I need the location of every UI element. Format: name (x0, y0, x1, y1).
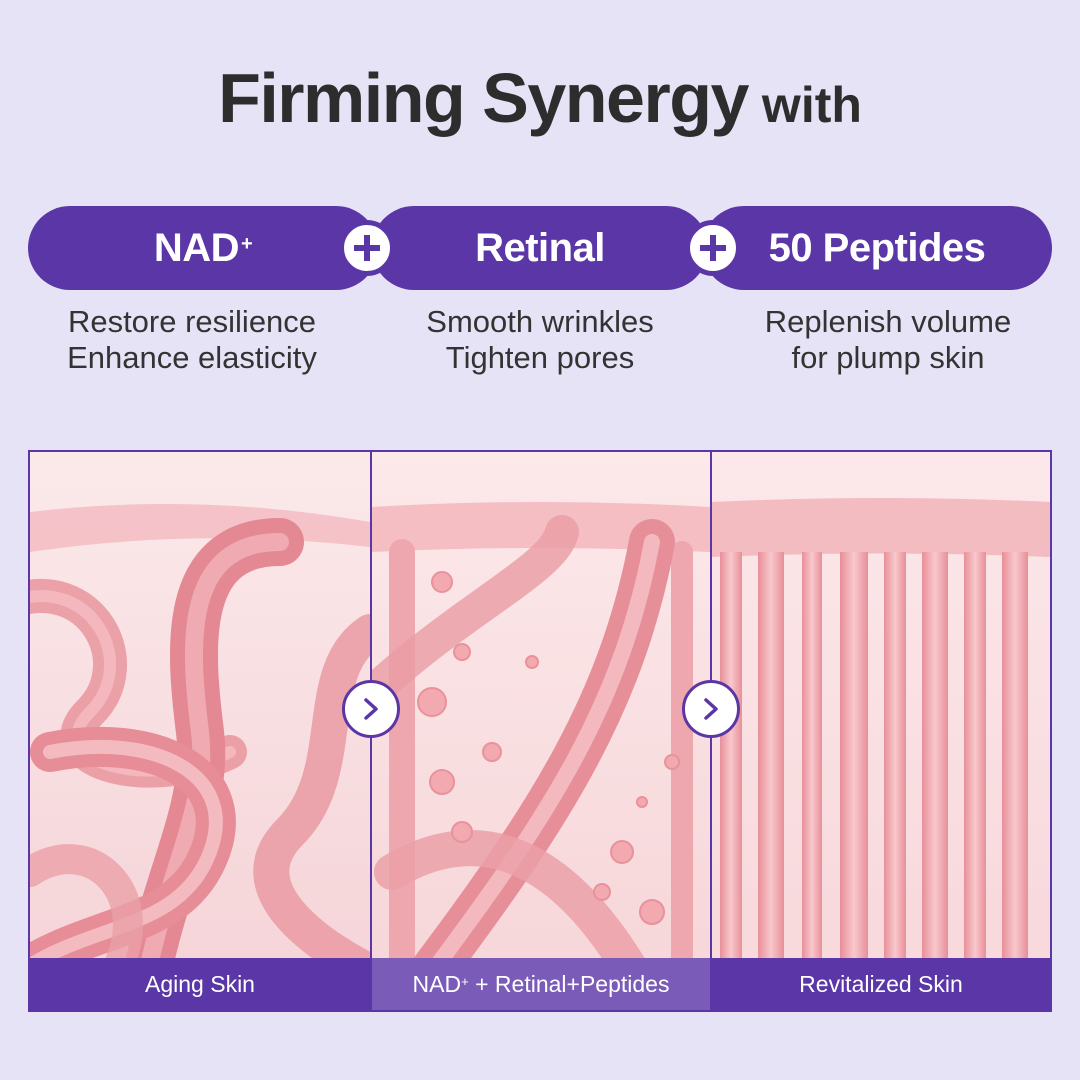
panel-revitalized-skin: Revitalized Skin (712, 452, 1050, 1010)
description-line: Tighten pores (445, 340, 635, 375)
description-line: Replenish volume (764, 304, 1012, 339)
revitalized-skin-illustration (712, 452, 1050, 1010)
plus-icon (685, 220, 741, 276)
ingredient-superscript: + (240, 232, 253, 255)
ingredient-description-peptides: Replenish volume for plump skin (718, 304, 1058, 376)
aging-skin-illustration (30, 452, 370, 1010)
ingredient-pill-nad: NAD+ (28, 206, 378, 290)
panel-treatment: NAD+ + Retinal+Peptides (372, 452, 710, 1010)
panel-aging-skin: Aging Skin (30, 452, 370, 1010)
caption-part: + Retinal+Peptides (468, 970, 670, 997)
ingredient-pill-peptides: 50 Peptides (702, 206, 1052, 290)
headline-main: Firming Synergy (218, 59, 749, 137)
description-line: Smooth wrinkles (426, 304, 654, 339)
headline-suffix: with (761, 77, 862, 133)
ingredient-description-nad: Restore resilience Enhance elasticity (22, 304, 362, 376)
ingredient-name: Retinal (475, 225, 605, 270)
caption-superscript: + (461, 973, 469, 989)
caption-revitalized-skin: Revitalized Skin (712, 958, 1050, 1010)
ingredient-name: 50 Peptides (768, 225, 986, 270)
ingredient-description-retinal: Smooth wrinkles Tighten pores (370, 304, 710, 376)
treatment-illustration (372, 452, 710, 1010)
description-line: for plump skin (791, 340, 985, 375)
chevron-right-icon (682, 680, 740, 738)
description-line: Enhance elasticity (67, 340, 317, 375)
ingredient-pill-retinal: Retinal (372, 206, 708, 290)
chevron-right-icon (342, 680, 400, 738)
ingredient-name: NAD (153, 225, 240, 270)
plus-icon (339, 220, 395, 276)
caption-part: NAD (412, 970, 462, 997)
skin-comparison-panels: Aging Skin (28, 450, 1052, 1012)
caption-aging-skin: Aging Skin (30, 958, 370, 1010)
description-line: Restore resilience (67, 304, 317, 339)
caption-treatment: NAD+ + Retinal+Peptides (372, 958, 710, 1010)
